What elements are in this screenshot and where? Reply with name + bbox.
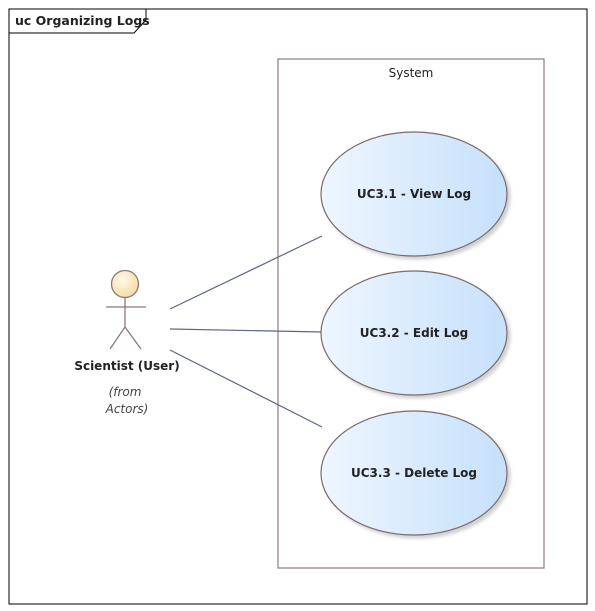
usecase-edit-log[interactable]: UC3.2 - Edit Log	[320, 270, 508, 396]
actor-left-leg	[109, 326, 126, 350]
usecase-delete-log-label: UC3.3 - Delete Log	[351, 466, 477, 480]
association-view-log[interactable]	[169, 235, 323, 310]
association-edit-log[interactable]	[169, 328, 323, 333]
association-delete-log[interactable]	[169, 349, 323, 428]
actor-head-icon	[110, 269, 140, 299]
actor-origin-line1: (from	[109, 385, 142, 399]
usecase-view-log[interactable]: UC3.1 - View Log	[320, 131, 508, 257]
system-label: System	[389, 66, 434, 80]
frame-title: uc Organizing Logs	[15, 13, 150, 28]
diagram-frame	[8, 8, 588, 605]
actor-scientist[interactable]	[106, 269, 146, 350]
actor-right-leg	[124, 326, 142, 350]
usecase-delete-log[interactable]: UC3.3 - Delete Log	[320, 410, 508, 536]
frame-title-tab	[8, 8, 147, 34]
usecase-edit-log-label: UC3.2 - Edit Log	[360, 326, 468, 340]
actor-name: Scientist (User)	[74, 359, 179, 373]
actor-origin-line2: Actors)	[105, 402, 149, 416]
usecase-view-log-label: UC3.1 - View Log	[357, 187, 471, 201]
